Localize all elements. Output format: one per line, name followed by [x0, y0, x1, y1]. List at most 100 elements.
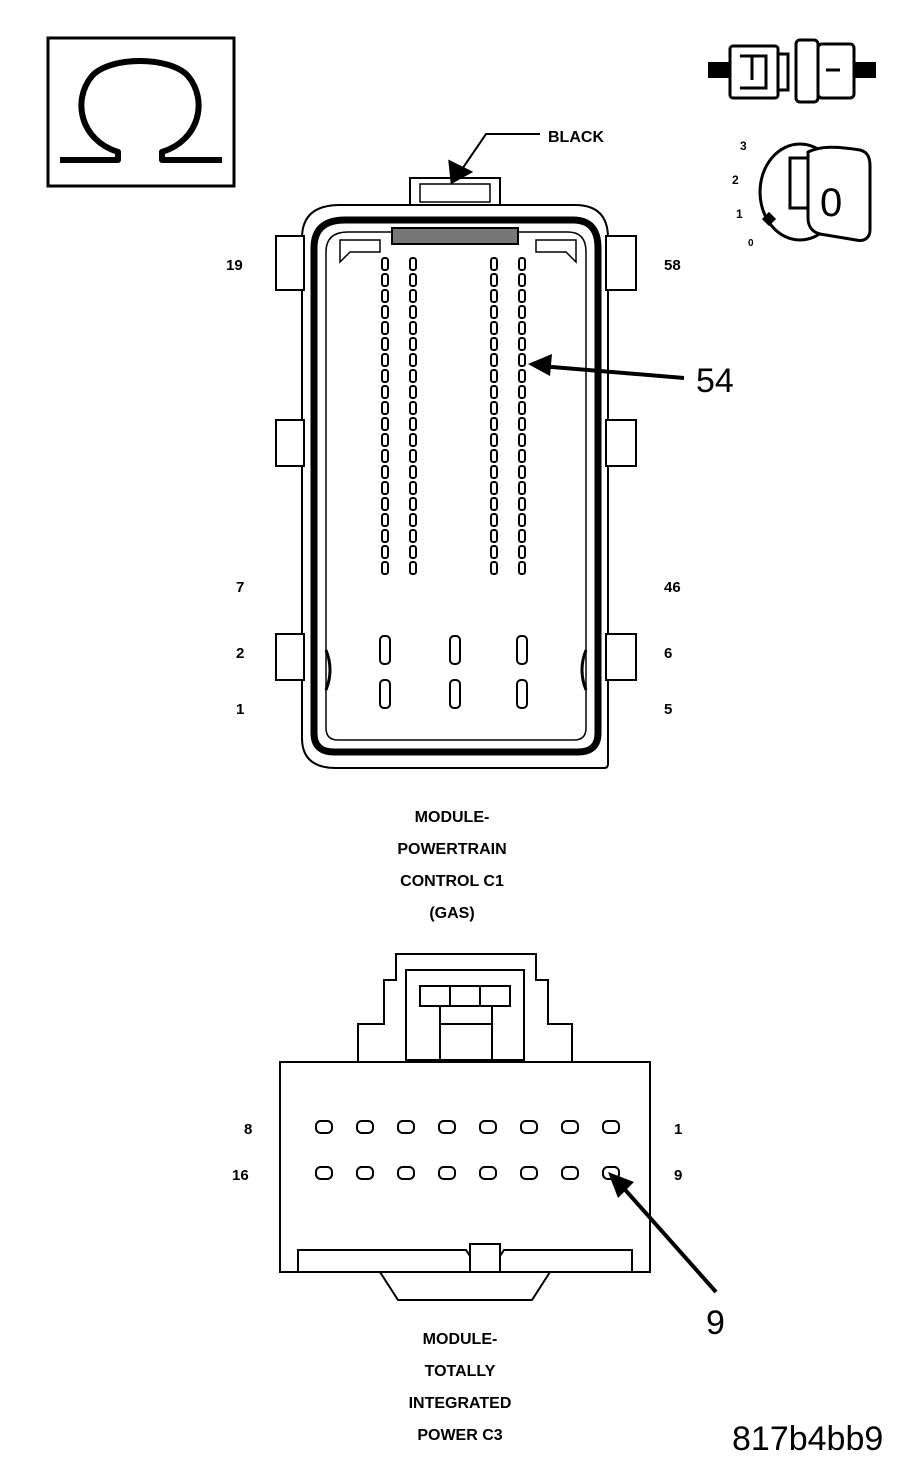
c1-pin-cavity	[518, 337, 526, 351]
c1-pin-label-7: 7	[236, 579, 244, 596]
c1-pin-cavity	[490, 465, 498, 479]
c3-pin-cavity	[438, 1120, 456, 1134]
c1-pin-cavity	[518, 529, 526, 543]
c1-pin-cavity	[381, 305, 389, 319]
c3-pin-cavity	[602, 1120, 620, 1134]
c1-pin-cavity	[490, 385, 498, 399]
key-position-0: 0	[748, 238, 754, 249]
c3-pin-cavity	[479, 1166, 497, 1180]
c1-pin-cavity	[490, 545, 498, 559]
c1-pin-cavity	[409, 561, 417, 575]
c1-pin-cavity	[490, 273, 498, 287]
c1-pin-cavity	[381, 449, 389, 463]
c1-pin-cavity	[409, 401, 417, 415]
c1-title-line-3: CONTROL C1	[400, 873, 504, 890]
c1-pin-cavity	[518, 385, 526, 399]
c1-pin-cavity	[490, 305, 498, 319]
c1-pin-cavity	[409, 353, 417, 367]
c1-pin-cavity	[518, 321, 526, 335]
c1-color-label: BLACK	[548, 129, 604, 146]
c1-pin-cavity	[490, 513, 498, 527]
c1-pin-cavity	[518, 481, 526, 495]
key-face-label: 0	[820, 181, 842, 225]
c1-pin-cavity	[381, 273, 389, 287]
c1-pin-cavity	[409, 433, 417, 447]
c1-pin-cavity	[518, 433, 526, 447]
c1-pin-cavity	[381, 497, 389, 511]
c1-pin-cavity	[381, 257, 389, 271]
c3-pin-cavity	[315, 1166, 333, 1180]
c1-pin-cavity	[381, 337, 389, 351]
c1-pin-cavity	[518, 465, 526, 479]
c1-pin-cavity	[381, 529, 389, 543]
c1-pin-cavity	[409, 385, 417, 399]
c1-pin-cavity	[490, 289, 498, 303]
c3-pin-cavity	[479, 1120, 497, 1134]
c1-pin-cavity	[381, 353, 389, 367]
c1-pin-cavity	[518, 513, 526, 527]
c1-pin-cavity	[409, 369, 417, 383]
c3-pin-cavity	[397, 1120, 415, 1134]
c1-pin-cavity	[518, 369, 526, 383]
c1-pin-callout: 54	[696, 362, 734, 400]
c3-pin-label-16: 16	[232, 1167, 249, 1184]
c1-pin-cavity	[409, 513, 417, 527]
c1-pin-cavity	[381, 417, 389, 431]
c3-pin-cavity	[561, 1166, 579, 1180]
c1-title: MODULE- POWERTRAIN CONTROL C1 (GAS)	[397, 809, 506, 922]
c1-pin-cavity	[518, 289, 526, 303]
key-position-1: 1	[736, 207, 743, 221]
c3-pin-cavity	[397, 1166, 415, 1180]
key-position-3: 3	[740, 139, 747, 153]
c1-title-line-1: MODULE-	[415, 809, 490, 826]
c1-pin-cavity	[518, 561, 526, 575]
c1-pin-cavity	[409, 289, 417, 303]
c1-pin-cavity	[381, 369, 389, 383]
c1-title-line-4: (GAS)	[429, 905, 474, 922]
c3-pin-cavity	[561, 1120, 579, 1134]
c1-pin-label-6: 6	[664, 645, 672, 662]
c1-pin-cavity	[409, 321, 417, 335]
reference-code: 817b4bb9	[732, 1420, 883, 1458]
c1-pin-cavity	[490, 417, 498, 431]
c1-pin-cavity	[381, 561, 389, 575]
c1-pin-label-46: 46	[664, 579, 681, 596]
c3-pin-cavity	[356, 1166, 374, 1180]
c3-pin-label-1: 1	[674, 1121, 682, 1138]
c1-pin-cavity	[518, 497, 526, 511]
connector-c1: BLACK 54 19 58 7 46 2 6 1 5	[226, 129, 734, 769]
c1-pin-cavity	[490, 481, 498, 495]
c1-power-pin-cavity	[449, 679, 461, 709]
c3-title-line-1: MODULE-	[423, 1331, 498, 1348]
c1-pin-cavity	[409, 529, 417, 543]
c1-pin-cavity	[518, 273, 526, 287]
connector-c3: 9 8 1 16 9	[232, 953, 725, 1342]
c1-pin-cavity	[381, 465, 389, 479]
c1-pin-cavity	[490, 401, 498, 415]
c1-pin-cavity	[490, 353, 498, 367]
c3-pin-cavity	[520, 1120, 538, 1134]
c1-pin-cavity	[381, 289, 389, 303]
ignition-key-icon: 3 2 1 0 0	[732, 139, 872, 249]
c1-pin-cavity	[490, 529, 498, 543]
c1-pin-cavity	[490, 561, 498, 575]
c1-pin-cavity	[490, 433, 498, 447]
c3-pin-cavity	[520, 1166, 538, 1180]
c1-power-pin-cavity	[379, 679, 391, 709]
c1-pin-cavity	[409, 273, 417, 287]
c3-title-line-3: INTEGRATED	[409, 1395, 512, 1412]
c1-pin-label-58: 58	[664, 257, 681, 274]
c3-title-line-4: POWER C3	[417, 1427, 502, 1444]
c3-pin-cavity	[438, 1166, 456, 1180]
c3-pin-callout: 9	[706, 1304, 725, 1342]
c1-pin-cavity	[518, 353, 526, 367]
c3-pin-label-9: 9	[674, 1167, 682, 1184]
c1-pin-cavity	[409, 449, 417, 463]
c1-pin-cavity	[490, 337, 498, 351]
c1-pin-cavity	[409, 305, 417, 319]
c1-pin-cavity	[409, 545, 417, 559]
c1-pin-cavity	[381, 401, 389, 415]
c1-pin-label-5: 5	[664, 701, 672, 718]
c1-pin-cavity	[490, 321, 498, 335]
